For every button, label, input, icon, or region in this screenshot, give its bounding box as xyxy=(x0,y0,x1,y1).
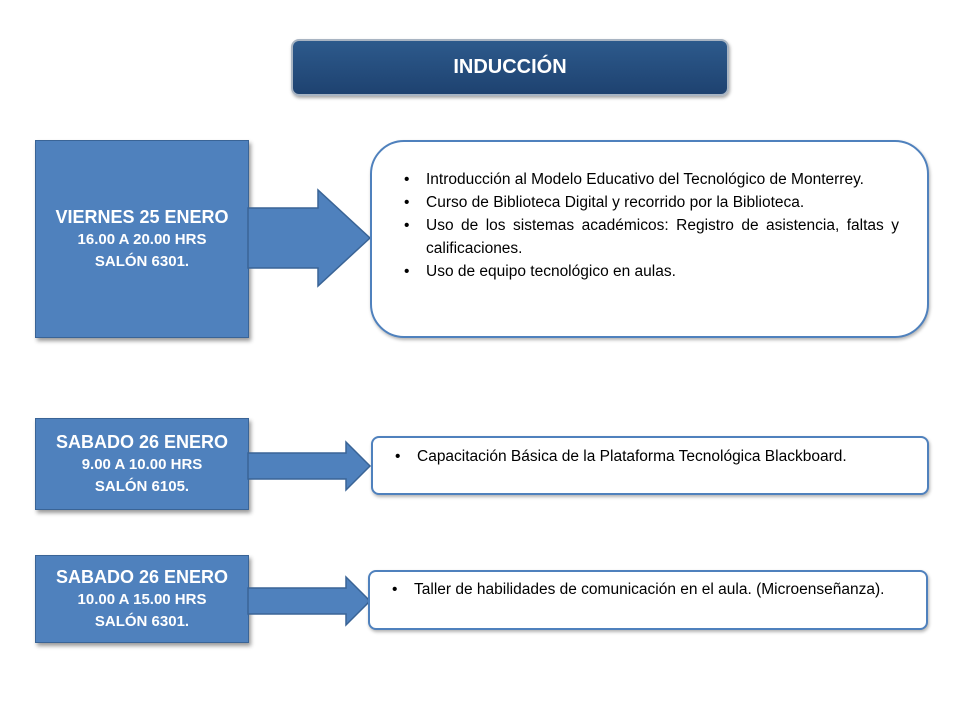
session-1-date-box: VIERNES 25 ENERO 16.00 A 20.00 HRS SALÓN… xyxy=(35,140,249,338)
session-2-arrow xyxy=(247,440,372,492)
session-1-content-box: Introducción al Modelo Educativo del Tec… xyxy=(370,140,929,338)
list-item: Introducción al Modelo Educativo del Tec… xyxy=(390,168,899,191)
session-1-item-list: Introducción al Modelo Educativo del Tec… xyxy=(390,168,899,283)
session-3-date: SABADO 26 ENERO xyxy=(55,567,229,587)
list-item: Capacitación Básica de la Plataforma Tec… xyxy=(381,445,897,468)
session-3-room: SALÓN 6301. xyxy=(94,613,190,630)
page-title: INDUCCIÓN xyxy=(453,56,567,78)
session-2-content-box: Capacitación Básica de la Plataforma Tec… xyxy=(371,436,929,495)
session-1-date: VIERNES 25 ENERO xyxy=(55,207,229,227)
session-3-item-list: Taller de habilidades de comunicación en… xyxy=(378,578,896,601)
session-1-arrow xyxy=(247,188,372,288)
list-item: Uso de equipo tecnológico en aulas. xyxy=(390,260,899,283)
list-item: Uso de los sistemas académicos: Registro… xyxy=(390,214,899,260)
session-2-time: 9.00 A 10.00 HRS xyxy=(81,456,203,473)
session-2-date-box: SABADO 26 ENERO 9.00 A 10.00 HRS SALÓN 6… xyxy=(35,418,249,510)
title-box: INDUCCIÓN xyxy=(291,39,729,96)
session-3-date-box: SABADO 26 ENERO 10.00 A 15.00 HRS SALÓN … xyxy=(35,555,249,643)
session-1-room: SALÓN 6301. xyxy=(94,253,190,270)
session-2-item-list: Capacitación Básica de la Plataforma Tec… xyxy=(381,445,897,468)
session-2-date: SABADO 26 ENERO xyxy=(55,432,229,452)
session-2-room: SALÓN 6105. xyxy=(94,478,190,495)
session-1-time: 16.00 A 20.00 HRS xyxy=(77,231,207,248)
session-3-content-box: Taller de habilidades de comunicación en… xyxy=(368,570,928,630)
list-item: Curso de Biblioteca Digital y recorrido … xyxy=(390,191,899,214)
list-item: Taller de habilidades de comunicación en… xyxy=(378,578,896,601)
session-3-time: 10.00 A 15.00 HRS xyxy=(77,591,207,608)
session-3-arrow xyxy=(247,575,372,627)
